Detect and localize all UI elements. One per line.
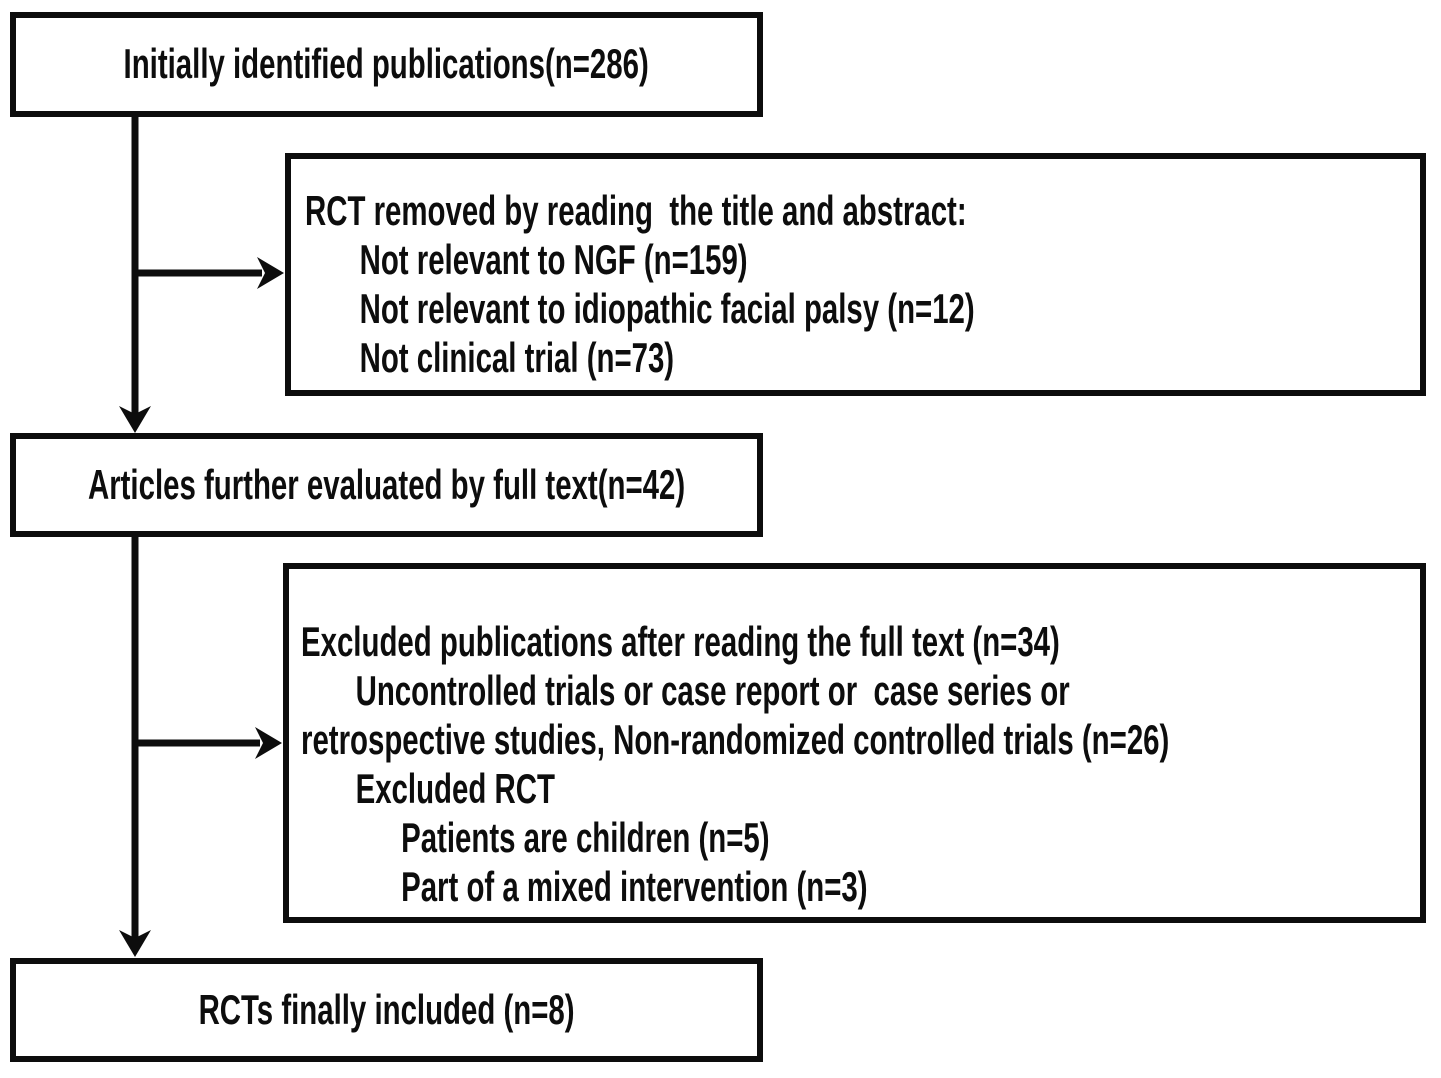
arrow-branch-title-abstract-head xyxy=(257,257,284,289)
text-line: Not clinical trial (n=73) xyxy=(359,334,675,381)
box-fulltext-exclusions-text: Excluded publications after reading the … xyxy=(301,617,1170,911)
text-line: retrospective studies, Non-randomized co… xyxy=(301,716,1170,763)
box-title-abstract-exclusions-text: RCT removed by reading the title and abs… xyxy=(305,186,1086,382)
arrow-fulltext-to-included-head xyxy=(119,930,151,957)
box-fulltext-evaluated-label: Articles further evaluated by full text(… xyxy=(87,460,686,508)
box-initially-identified-label: Initially identified publications(n=286) xyxy=(123,40,650,88)
box-fulltext-evaluated: Articles further evaluated by full text(… xyxy=(10,433,763,537)
text-line: RCT removed by reading the title and abs… xyxy=(305,187,967,234)
box-finally-included: RCTs finally included (n=8) xyxy=(10,958,763,1062)
text-line: Excluded RCT xyxy=(355,765,555,812)
box-title-abstract-exclusions: RCT removed by reading the title and abs… xyxy=(285,153,1426,396)
box-finally-included-label: RCTs finally included (n=8) xyxy=(198,985,575,1033)
box-initially-identified: Initially identified publications(n=286) xyxy=(10,12,763,117)
text-line: Not relevant to idiopathic facial palsy … xyxy=(359,285,975,332)
text-line: Patients are children (n=5) xyxy=(401,814,770,861)
box-fulltext-exclusions: Excluded publications after reading the … xyxy=(283,563,1426,923)
arrow-identified-to-fulltext-head xyxy=(119,406,151,433)
arrow-branch-fulltext-excluded-head xyxy=(255,727,282,759)
text-line: Part of a mixed intervention (n=3) xyxy=(401,863,868,910)
text-line: Excluded publications after reading the … xyxy=(301,618,1060,665)
text-line: Uncontrolled trials or case report or ca… xyxy=(355,667,1070,714)
text-line: Not relevant to NGF (n=159) xyxy=(359,236,748,283)
